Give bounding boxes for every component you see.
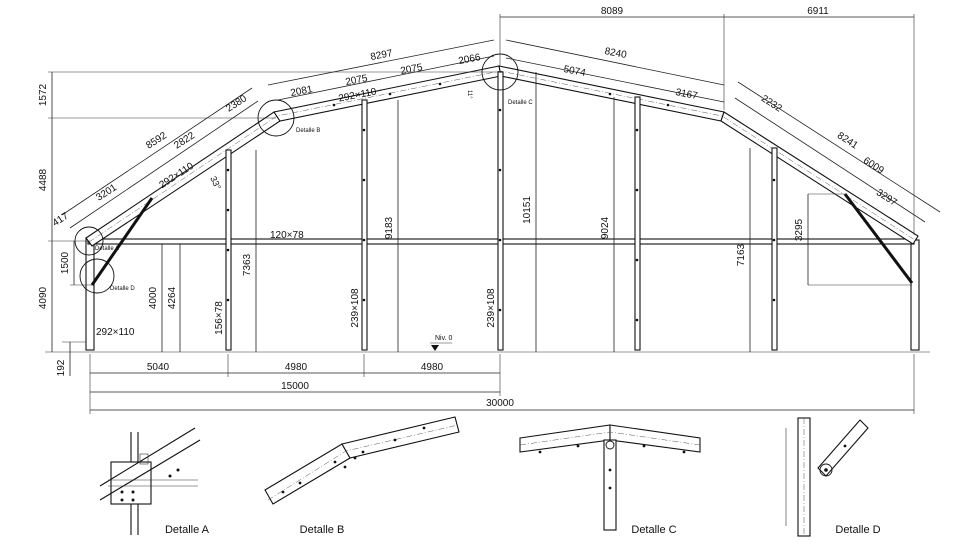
section-post-2: 239×108 (350, 288, 361, 328)
bolt-markers (226, 82, 776, 322)
dim-4264: 4264 (167, 286, 178, 309)
detail-a: Detalle A (99, 427, 210, 536)
post-5 (771, 147, 778, 351)
dim-8241: 8241 (835, 130, 860, 152)
dim-8089: 8089 (601, 6, 624, 17)
detail-label-d: Detalle D (110, 286, 135, 292)
detail-label-b: Detalle B (296, 128, 320, 134)
rafter-centerline (88, 70, 916, 243)
detail-caption-a: Detalle A (165, 524, 210, 536)
dim-3297: 3297 (874, 187, 899, 209)
dim-30000: 30000 (486, 398, 514, 409)
detail-label-c: Detalle C (508, 100, 533, 106)
dim-9024: 9024 (600, 216, 611, 239)
level-label: Niv. 0 (435, 335, 452, 342)
dim-2822: 2822 (172, 130, 197, 152)
dim-4488: 4488 (38, 168, 49, 191)
post-3 (497, 71, 504, 351)
detail-c: Detalle C (519, 424, 701, 536)
level-triangle-icon (431, 345, 439, 351)
dim-5074: 5074 (563, 64, 587, 79)
dim-7363: 7363 (242, 253, 253, 276)
dim-1572: 1572 (38, 83, 49, 106)
dim-3167: 3167 (675, 87, 699, 102)
dim-6009: 6009 (861, 155, 886, 177)
detail-label-a: Detalle A (95, 246, 119, 252)
dim-4090: 4090 (38, 286, 49, 309)
detail-caption-b: Detalle B (300, 524, 345, 536)
dim-15000: 15000 (281, 381, 309, 392)
dim-9183: 9183 (384, 216, 395, 239)
detail-d: Detalle D (785, 417, 881, 537)
post-4 (634, 96, 641, 351)
angle-ridge: 11° (466, 90, 472, 99)
detail-caption-c: Detalle C (631, 524, 676, 536)
knee-brace-left (90, 197, 154, 286)
dim-4000: 4000 (148, 286, 159, 309)
dim-6911: 6911 (807, 6, 829, 17)
level-marker: Niv. 0 (430, 335, 452, 351)
detail-b: Detalle B (264, 416, 460, 536)
dim-3201: 3201 (94, 182, 119, 204)
dim-3295: 3295 (794, 218, 805, 241)
dimension-texts: 30000 15000 5040 4980 4980 8089 6911 859… (38, 6, 899, 409)
knee-brace-right (843, 193, 914, 284)
dim-2075-b: 2075 (400, 62, 424, 77)
dim-7163: 7163 (736, 243, 747, 266)
main-frame: Detalle A Detalle B Detalle C Detalle D (45, 53, 930, 353)
dim-4980-a: 4980 (285, 362, 308, 373)
section-post-1: 156×78 (214, 301, 225, 335)
post-2 (361, 99, 368, 351)
rafter-right-lower (720, 111, 919, 245)
angle-pitch: 33° (208, 175, 223, 192)
dim-2075-a: 2075 (345, 73, 369, 88)
dim-192: 192 (56, 359, 67, 376)
section-tie-beam: 120×78 (270, 230, 304, 241)
dim-5040: 5040 (147, 362, 170, 373)
dim-2380: 2380 (224, 93, 249, 115)
dimension-lines (48, 14, 941, 414)
dim-2066: 2066 (458, 52, 482, 67)
right-column (910, 239, 920, 351)
dim-8240: 8240 (604, 46, 628, 61)
dim-2232: 2232 (759, 93, 784, 115)
detail-caption-d: Detalle D (835, 524, 880, 536)
section-column-base: 292×110 (96, 327, 135, 338)
dim-4980-b: 4980 (421, 362, 444, 373)
section-post-3: 239×108 (486, 288, 497, 328)
dim-10151: 10151 (522, 196, 533, 224)
detail-circle-d (79, 258, 115, 294)
dim-1500: 1500 (60, 251, 71, 274)
dim-8297: 8297 (370, 48, 394, 63)
dim-417: 417 (51, 211, 71, 230)
dim-8592: 8592 (144, 130, 169, 152)
dim-2081: 2081 (290, 84, 314, 99)
